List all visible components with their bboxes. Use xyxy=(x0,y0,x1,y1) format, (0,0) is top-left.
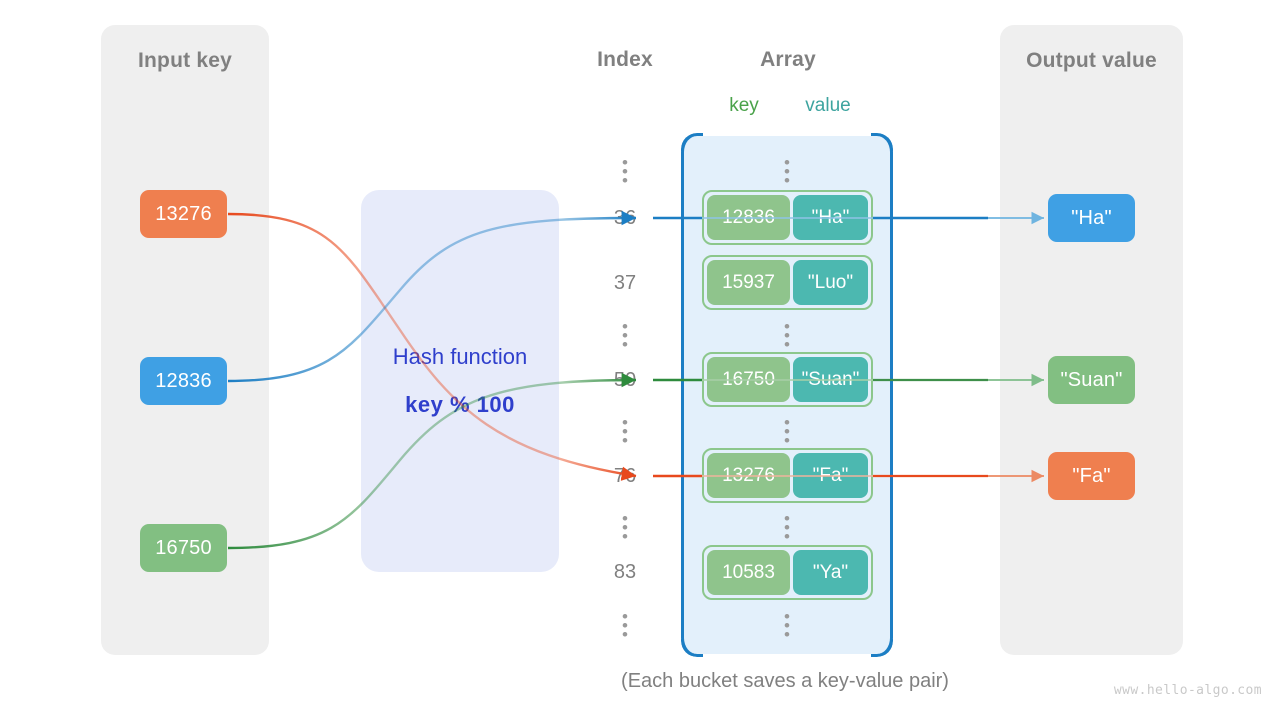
bucket-key: 15937 xyxy=(707,260,790,305)
array-ellipsis-bottom: ••• xyxy=(784,607,790,644)
bucket-value: "Suan" xyxy=(793,357,868,402)
hash-function-formula: key % 100 xyxy=(405,392,515,417)
bucket-value: "Ya" xyxy=(793,550,868,595)
input-key-12836[interactable]: 12836 xyxy=(140,357,227,405)
input-key-16750[interactable]: 16750 xyxy=(140,524,227,572)
hash-function-box xyxy=(361,190,559,572)
bucket-key: 13276 xyxy=(707,453,790,498)
array-ellipsis-4: ••• xyxy=(784,509,790,546)
input-key-13276[interactable]: 13276 xyxy=(140,190,227,238)
value-column-sublabel: value xyxy=(805,95,851,116)
bucket-key: 16750 xyxy=(707,357,790,402)
index-ellipsis-4: ••• xyxy=(622,509,628,546)
index-column-title: Index xyxy=(597,48,653,71)
index-ellipsis-3: ••• xyxy=(622,413,628,450)
bucket-value: "Luo" xyxy=(793,260,868,305)
index-ellipsis-top: ••• xyxy=(622,153,628,190)
index-label-36: 36 xyxy=(613,207,637,229)
bucket-key: 10583 xyxy=(707,550,790,595)
bucket-76[interactable]: 13276 "Fa" xyxy=(702,448,873,503)
bucket-36[interactable]: 12836 "Ha" xyxy=(702,190,873,245)
index-ellipsis-2: ••• xyxy=(622,317,628,354)
bucket-37[interactable]: 15937 "Luo" xyxy=(702,255,873,310)
bucket-50[interactable]: 16750 "Suan" xyxy=(702,352,873,407)
output-value-panel: Output value xyxy=(1000,25,1183,655)
index-label-76: 76 xyxy=(613,465,637,487)
index-label-83: 83 xyxy=(613,561,637,583)
key-column-sublabel: key xyxy=(729,95,759,116)
bucket-83[interactable]: 10583 "Ya" xyxy=(702,545,873,600)
output-value-fa[interactable]: "Fa" xyxy=(1048,452,1135,500)
index-label-50: 50 xyxy=(613,369,637,391)
output-value-ha[interactable]: "Ha" xyxy=(1048,194,1135,242)
array-ellipsis-2: ••• xyxy=(784,317,790,354)
array-ellipsis-3: ••• xyxy=(784,413,790,450)
diagram-caption: (Each bucket saves a key-value pair) xyxy=(621,670,949,692)
array-ellipsis-top: ••• xyxy=(784,153,790,190)
bucket-key: 12836 xyxy=(707,195,790,240)
watermark: www.hello-algo.com xyxy=(1113,683,1262,698)
output-panel-title: Output value xyxy=(1026,49,1157,72)
index-ellipsis-bottom: ••• xyxy=(622,607,628,644)
hash-function-label: Hash function xyxy=(392,344,528,369)
input-panel-title: Input key xyxy=(138,49,232,72)
array-column-title: Array xyxy=(760,48,816,71)
index-label-37: 37 xyxy=(613,272,637,294)
bucket-value: "Fa" xyxy=(793,453,868,498)
bucket-value: "Ha" xyxy=(793,195,868,240)
output-value-suan[interactable]: "Suan" xyxy=(1048,356,1135,404)
